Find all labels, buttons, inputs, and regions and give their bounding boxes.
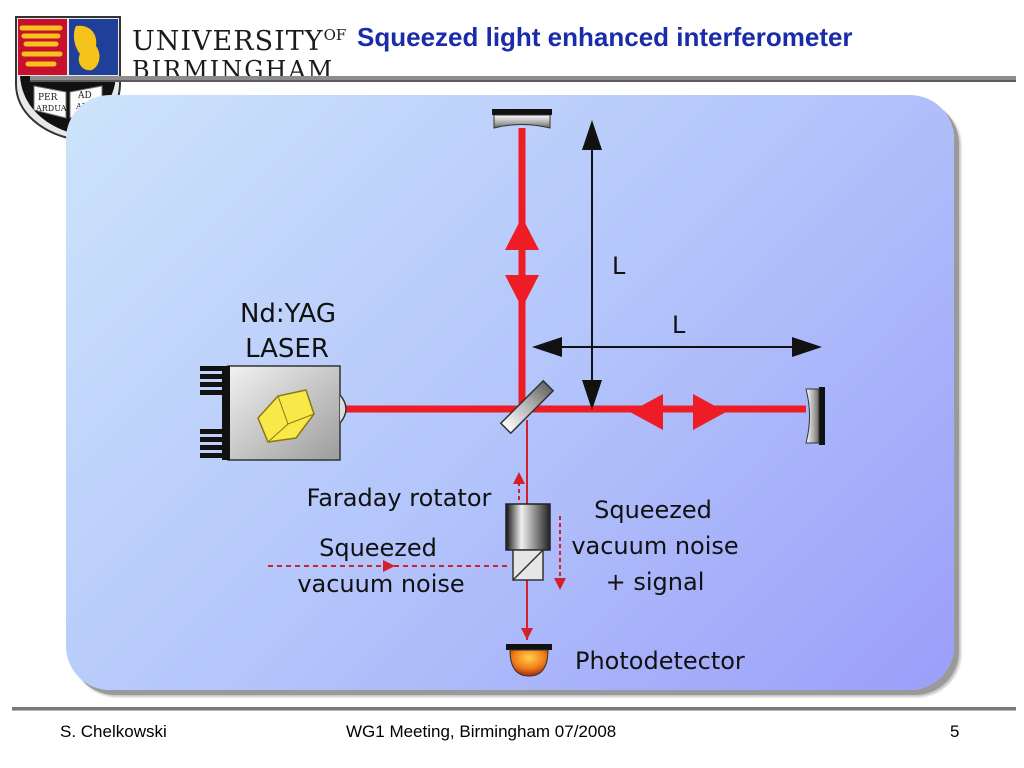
laser-heat-sink xyxy=(200,366,230,460)
footer-divider xyxy=(12,707,1016,711)
crest-motto-ardua: ARDUA xyxy=(35,104,67,113)
laser-label-line1: Nd:YAG xyxy=(240,299,336,329)
output-port xyxy=(268,420,566,640)
university-name-line1: UNIVERSITYOF xyxy=(132,26,347,57)
nd-yag-laser xyxy=(200,365,347,461)
beam-arrow-up xyxy=(505,217,539,250)
arm-length-arrows xyxy=(532,120,822,410)
squeezed-input-label-line1: Squeezed xyxy=(319,534,437,562)
vertical-length-label: L xyxy=(612,252,626,280)
squeezed-input-label-line2: vacuum noise xyxy=(297,570,464,598)
squeezed-output-label-line2: vacuum noise xyxy=(571,532,738,560)
squeezed-up-arrow xyxy=(513,472,525,484)
end-mirror-right xyxy=(805,387,825,445)
footer-page-number: 5 xyxy=(950,722,960,741)
faraday-rotator xyxy=(505,503,551,581)
laser-label-line2: LASER xyxy=(245,334,329,364)
crest-motto-ad: AD xyxy=(77,91,92,101)
beam-arrow-down xyxy=(505,275,539,308)
squeezed-output-label-line1: Squeezed xyxy=(594,496,712,524)
laser-beams xyxy=(345,128,806,430)
squeezed-input-arrow xyxy=(383,560,395,572)
beam-splitter xyxy=(499,379,555,435)
beam-arrow-left xyxy=(630,394,663,430)
footer-author: S. Chelkowski xyxy=(60,722,167,741)
slide-title: Squeezed light enhanced interferometer xyxy=(357,22,853,52)
photodetector-label: Photodetector xyxy=(575,647,745,675)
beam-arrow-right xyxy=(693,394,726,430)
end-mirror-top xyxy=(492,109,552,129)
footer-event: WG1 Meeting, Birmingham 07/2008 xyxy=(346,722,617,741)
header-divider xyxy=(30,76,1016,82)
squeezed-output-label-line3: + signal xyxy=(606,568,705,596)
faraday-label: Faraday rotator xyxy=(307,484,492,512)
university-name-of: OF xyxy=(323,26,347,44)
horizontal-length-label: L xyxy=(672,311,686,339)
photodetector xyxy=(506,644,552,677)
crest-motto-per: PER xyxy=(38,93,58,103)
